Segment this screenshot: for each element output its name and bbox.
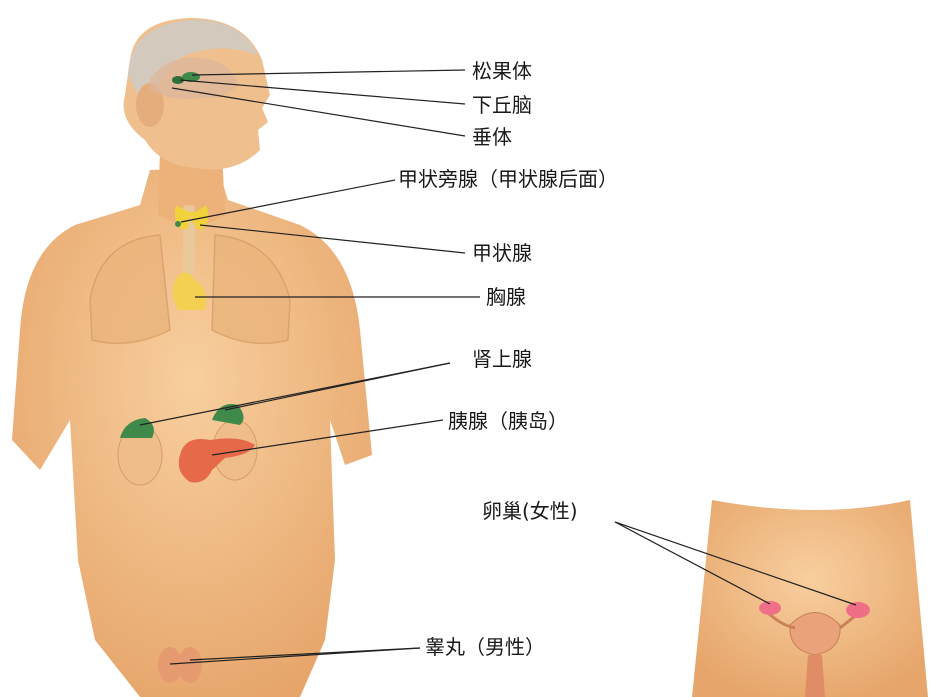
ovary-right (846, 602, 870, 618)
testis-right (178, 647, 202, 683)
label-ovary: 卵巢(女性) (482, 499, 578, 523)
label-testis: 睾丸（男性） (425, 635, 545, 659)
label-thymus: 胸腺 (486, 285, 526, 309)
parathyroid-gland (175, 221, 181, 227)
label-pituitary: 垂体 (472, 125, 512, 149)
label-parathyroid: 甲状旁腺（甲状腺后面） (398, 167, 618, 191)
label-pancreas: 胰腺（胰岛） (448, 409, 568, 433)
female-pelvis-inset (692, 500, 928, 697)
vagina (805, 655, 825, 697)
label-pineal: 松果体 (472, 59, 532, 83)
label-hypothalamus: 下丘脑 (472, 93, 532, 117)
label-adrenal: 肾上腺 (472, 347, 532, 371)
ovary-left (759, 601, 781, 615)
label-thyroid: 甲状腺 (472, 241, 532, 265)
labels: 松果体 下丘脑 垂体 甲状旁腺（甲状腺后面） 甲状腺 胸腺 肾上腺 胰腺（胰岛）… (398, 59, 618, 659)
male-body-figure (12, 18, 372, 697)
